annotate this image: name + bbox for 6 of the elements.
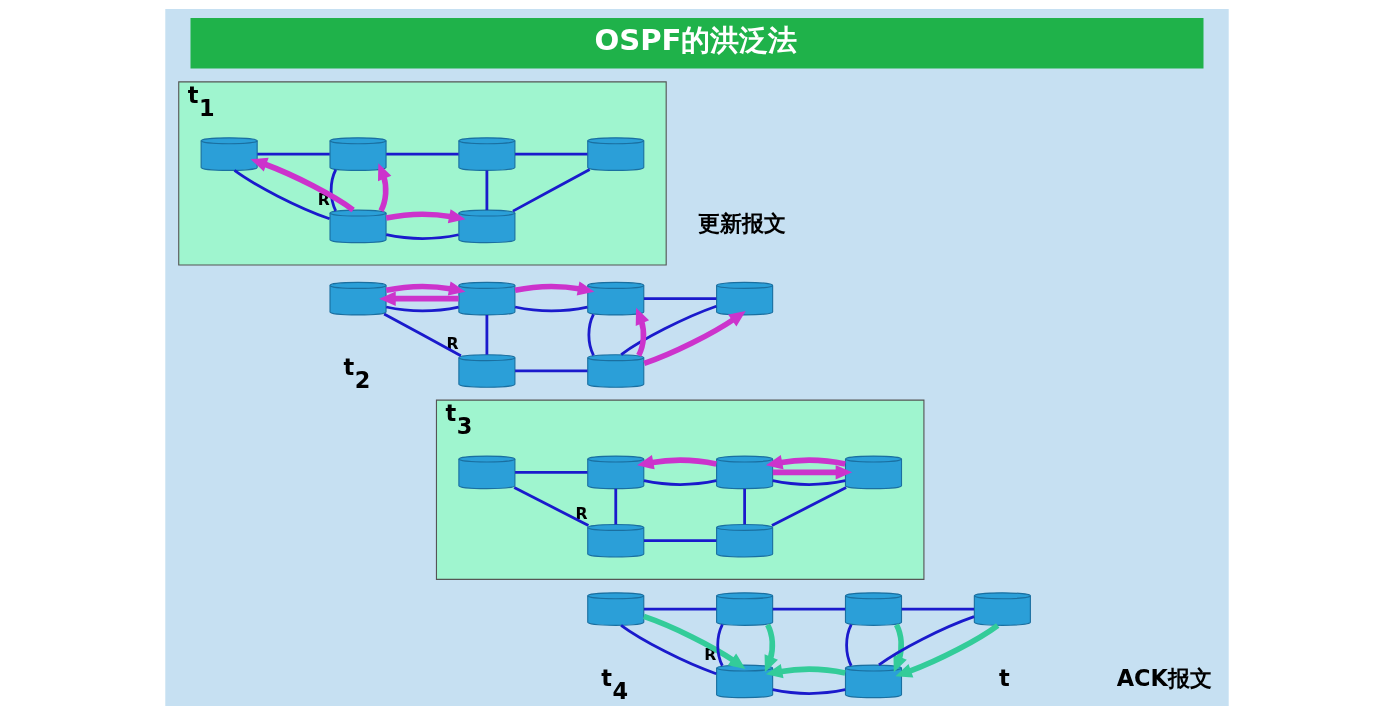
diagram-title: OSPF的洪泛法: [594, 22, 798, 57]
label: ACK报文: [1116, 664, 1212, 691]
node-label: R: [446, 333, 459, 353]
label: t: [999, 664, 1010, 691]
label: 更新报文: [697, 209, 786, 236]
node-label: R: [575, 503, 588, 523]
